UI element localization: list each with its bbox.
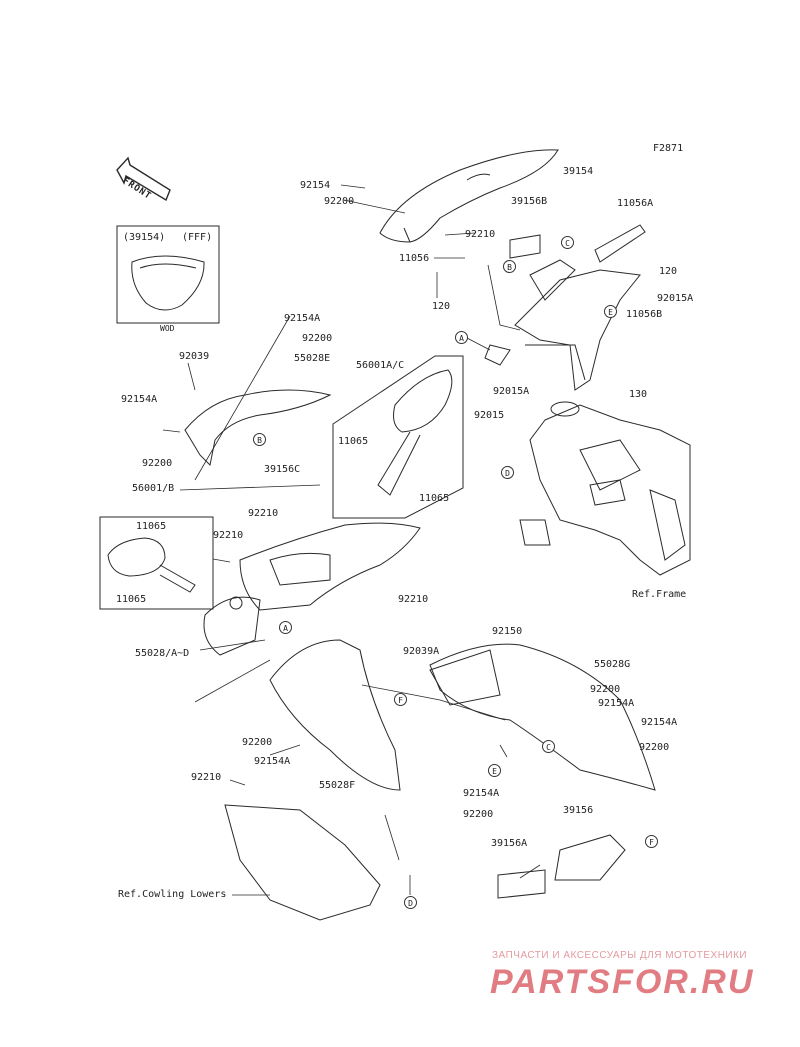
watermark-logo: PARTSFOR.RU xyxy=(490,963,755,1001)
part-label: 92039 xyxy=(179,351,210,362)
part-label: 92200 xyxy=(324,196,355,207)
part-label: 92154A xyxy=(254,756,291,767)
part-label: 92200 xyxy=(639,742,670,753)
part-label: 92210 xyxy=(213,530,244,541)
part-label: 92200 xyxy=(590,684,621,695)
figure-id: F2871 xyxy=(653,143,684,154)
inset-windshield-box xyxy=(116,225,220,324)
part-label: 39156B xyxy=(511,196,548,207)
watermark-tagline: ЗАПЧАСТИ И АКСЕССУАРЫ ДЛЯ МОТОТЕХНИКИ xyxy=(492,950,748,961)
part-label: 120 xyxy=(432,301,451,312)
callout-b: B xyxy=(253,433,266,446)
callout-b: B xyxy=(503,260,516,273)
part-label: 11056B xyxy=(626,309,663,320)
part-label: 11065 xyxy=(116,594,147,605)
mirror-left-box xyxy=(99,516,214,610)
upper-bracket-assembly xyxy=(484,224,646,391)
frame-part xyxy=(519,401,691,576)
part-label: 92200 xyxy=(142,458,173,469)
part-label: 130 xyxy=(629,389,648,400)
part-label: 92015A xyxy=(493,386,530,397)
callout-d: D xyxy=(501,466,514,479)
part-label: 92210 xyxy=(465,229,496,240)
inset-caption-left: (39154) xyxy=(123,232,166,243)
side-fairing-right xyxy=(429,643,656,791)
part-label: 11056A xyxy=(617,198,654,209)
part-label: 92200 xyxy=(302,333,333,344)
part-label: 92015A xyxy=(657,293,694,304)
callout-a: A xyxy=(279,621,292,634)
front-arrow-icon xyxy=(116,156,171,202)
part-label: 11065 xyxy=(338,436,369,447)
part-label: 55028G xyxy=(594,659,631,670)
part-label: 92210 xyxy=(191,772,222,783)
callout-d: D xyxy=(404,896,417,909)
part-label: 55028E xyxy=(294,353,331,364)
part-label: 92150 xyxy=(492,626,523,637)
part-label: 92154A xyxy=(463,788,500,799)
lower-cowling-part xyxy=(224,804,381,921)
part-label: 11056 xyxy=(399,253,430,264)
part-label: 39156C xyxy=(264,464,301,475)
upper-cowl-trim xyxy=(184,389,332,467)
callout-f: F xyxy=(394,693,407,706)
inset-footer: WOD xyxy=(160,324,175,333)
part-label: 92154A xyxy=(641,717,678,728)
callout-f: F xyxy=(645,835,658,848)
inner-cowl-part xyxy=(203,522,421,656)
part-label: 92210 xyxy=(248,508,279,519)
part-label: 92154A xyxy=(121,394,158,405)
part-label: 92200 xyxy=(242,737,273,748)
ref-cowling-lowers: Ref.Cowling Lowers xyxy=(118,889,227,900)
ref-frame: Ref.Frame xyxy=(632,589,687,600)
part-label: 55028F xyxy=(319,780,356,791)
part-label: 56001/B xyxy=(132,483,175,494)
part-label: 92200 xyxy=(463,809,494,820)
part-label: 92015 xyxy=(474,410,505,421)
part-label: 39154 xyxy=(563,166,594,177)
side-fairing-left xyxy=(269,639,401,791)
part-label: 120 xyxy=(659,266,678,277)
callout-e: E xyxy=(604,305,617,318)
windshield-part xyxy=(379,149,559,243)
callout-a: A xyxy=(455,331,468,344)
part-label: 55028/A~D xyxy=(135,648,190,659)
part-label: 92210 xyxy=(398,594,429,605)
part-label: 11065 xyxy=(419,493,450,504)
callout-e: E xyxy=(488,764,501,777)
part-label: 92154A xyxy=(598,698,635,709)
part-label: 39156A xyxy=(491,838,528,849)
part-label: 92154 xyxy=(300,180,331,191)
part-label: 56001A/C xyxy=(356,360,405,371)
part-label: 92039A xyxy=(403,646,440,657)
part-label: 92154A xyxy=(284,313,321,324)
inset-caption-right: (FFF) xyxy=(182,232,213,243)
part-label: 39156 xyxy=(563,805,594,816)
callout-c: C xyxy=(542,740,555,753)
leader-lines xyxy=(162,184,541,896)
mirror-inset-box xyxy=(332,355,464,519)
callout-c: C xyxy=(561,236,574,249)
part-label: 11065 xyxy=(136,521,167,532)
